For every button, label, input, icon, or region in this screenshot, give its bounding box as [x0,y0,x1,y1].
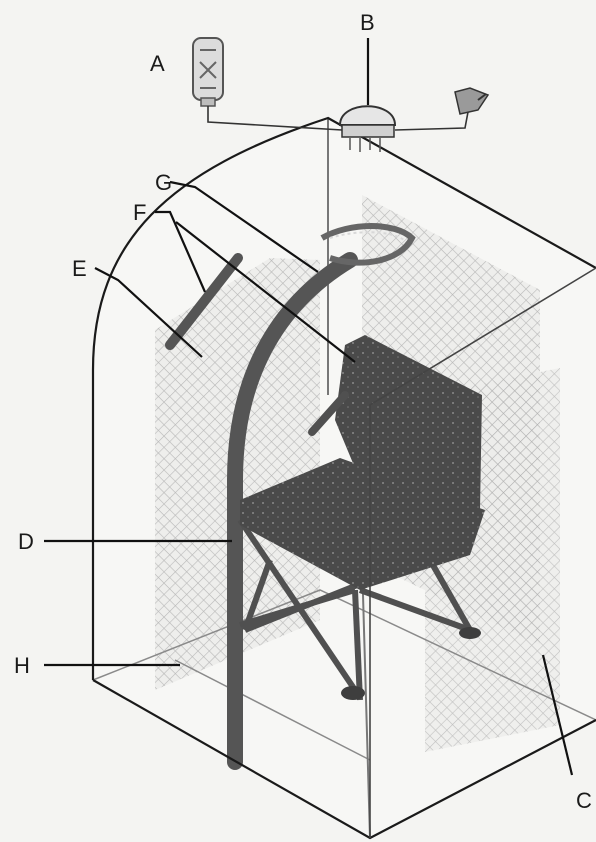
chair-seat [240,458,485,590]
leader-line-e [94,267,203,358]
leader-lines [44,38,574,776]
leader-line-f-upper [155,210,207,293]
tube-reservoir-to-dome [207,106,343,131]
chair-feet [341,627,481,700]
label-g: G [155,170,172,195]
label-h: H [14,653,30,678]
enclosure-right-top-edge [369,267,596,838]
enclosure-floor [92,589,596,761]
power-plug [454,87,490,115]
label-c: C [576,788,592,813]
chair-back [335,335,482,510]
label-a: A [150,51,165,76]
dome-unit [338,105,397,152]
label-f: F [133,200,146,225]
hanging-ring-inner [329,231,405,241]
leader-line-g [169,180,319,273]
cable-dome-to-plug [394,111,469,131]
leader-line-f-lower [175,221,356,363]
curved-support-pole [227,252,358,770]
chair-armrest [308,391,349,436]
mesh-support-bar [165,253,243,350]
frame-center-edge [327,118,371,839]
label-e: E [72,256,87,281]
leader-line-c [541,654,574,776]
chair-legs [237,518,473,701]
reservoir-bottle [192,37,224,107]
label-b: B [360,10,375,35]
label-d: D [18,529,34,554]
hanging-ring [320,223,416,266]
